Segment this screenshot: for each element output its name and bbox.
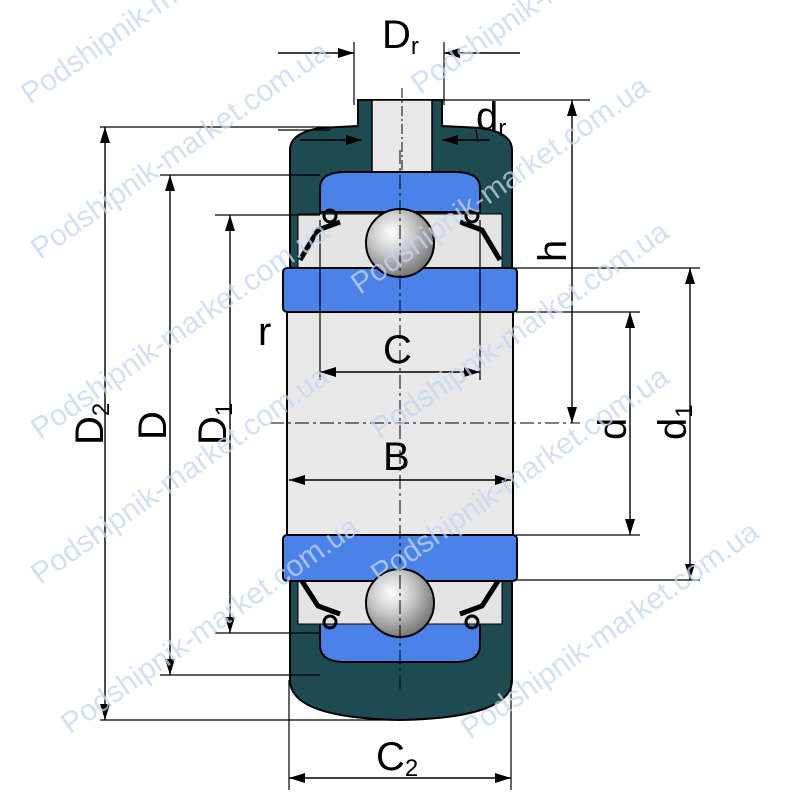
label-D2: D2 [68, 403, 115, 445]
label-Dr: Dr [382, 13, 419, 60]
center-lines [270, 150, 580, 690]
watermark: Podshipnik-market.com.ua [405, 0, 715, 101]
label-d: d [591, 418, 635, 440]
outer-ring [319, 171, 481, 663]
label-C: C [383, 328, 412, 372]
label-d1: d1 [651, 404, 698, 440]
dimension-labels: Dr dr r C B C2 h d d1 D2 D D1 [68, 13, 698, 782]
label-D1: D1 [191, 403, 238, 445]
label-B: B [383, 435, 410, 479]
extension-lines [100, 42, 700, 790]
lubrication-hole [371, 88, 433, 185]
label-r: r [258, 310, 271, 354]
label-dr: dr [476, 95, 506, 142]
label-D: D [131, 411, 175, 440]
dimension-arrows [100, 48, 695, 783]
label-h: h [531, 240, 575, 262]
label-C2: C2 [376, 735, 418, 782]
